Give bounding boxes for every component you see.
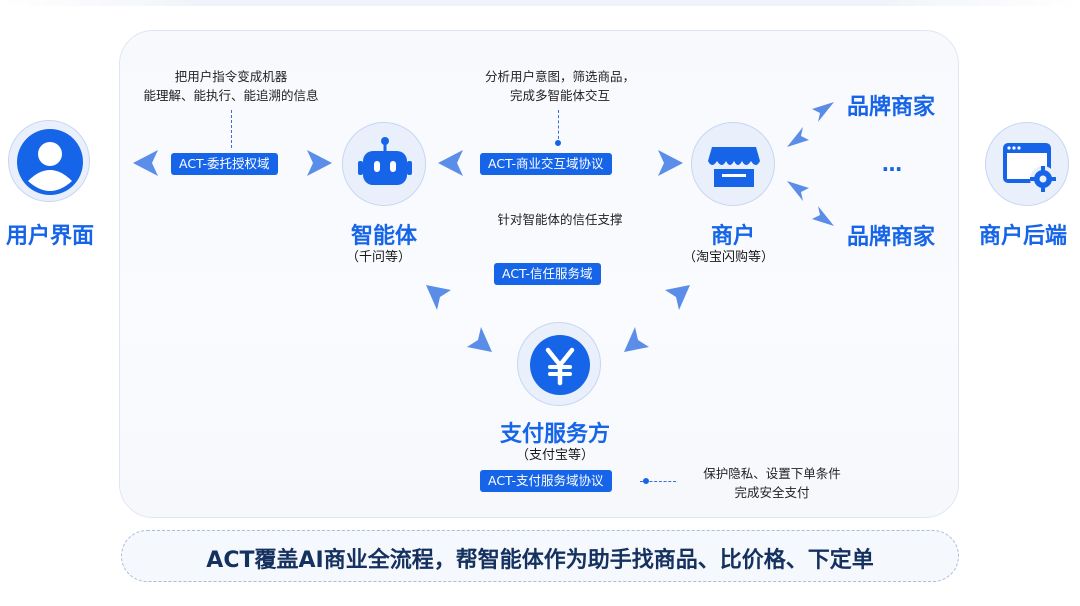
- trust-domain-tag: ACT-信任服务域: [494, 263, 601, 285]
- summary-text: ACT覆盖AI商业全流程，帮智能体作为助手找商品、比价格、下定单: [206, 548, 874, 573]
- backend-node-circle: [985, 122, 1069, 206]
- agent-sub-label: （千问等）: [346, 250, 412, 265]
- payment-note: 保护隐私、设置下单条件 完成安全支付: [676, 464, 868, 502]
- merchant-label: 商户: [711, 224, 756, 249]
- payment-domain-tag: ACT-支付服务域协议: [480, 470, 612, 492]
- summary-banner: ACT覆盖AI商业全流程，帮智能体作为助手找商品、比价格、下定单: [121, 530, 959, 582]
- user-icon: [17, 129, 83, 195]
- payment-connector: [640, 481, 676, 482]
- delegation-note: 把用户指令变成机器 能理解、能执行、能追溯的信息: [122, 67, 340, 105]
- commerce-connector-dot: [555, 140, 561, 146]
- commerce-note-line-2: 完成多智能体交互: [509, 88, 610, 103]
- trust-note-line-1: 针对智能体的信任支撑: [497, 212, 623, 227]
- commerce-note: 分析用户意图，筛选商品， 完成多智能体交互: [460, 67, 660, 105]
- delegation-note-line-2: 能理解、能执行、能追溯的信息: [143, 88, 319, 103]
- robot-icon: [358, 137, 412, 185]
- brand-merchant-top: 品牌商家: [847, 95, 936, 120]
- top-edge: [0, 0, 1080, 6]
- payment-label: 支付服务方: [500, 422, 611, 447]
- backend-label: 商户后端: [979, 224, 1068, 249]
- yuan-icon: [530, 335, 590, 395]
- browser-gear-icon: [1003, 143, 1056, 192]
- trust-note: 针对智能体的信任支撑: [460, 210, 660, 229]
- agent-node-circle: [342, 122, 426, 206]
- commerce-domain-tag: ACT-商业交互域协议: [480, 153, 612, 175]
- payment-note-line-2: 完成安全支付: [734, 485, 810, 500]
- merchant-node-circle: [691, 122, 775, 206]
- delegation-note-line-1: 把用户指令变成机器: [174, 69, 288, 84]
- store-icon: [708, 147, 760, 187]
- payment-connector-dot: [643, 478, 649, 484]
- payment-note-line-1: 保护隐私、设置下单条件: [703, 466, 841, 481]
- user-interface-label: 用户界面: [6, 224, 95, 249]
- delegation-domain-tag: ACT-委托授权域: [171, 153, 278, 175]
- delegation-connector: [231, 110, 232, 148]
- payment-sub-label: （支付宝等）: [516, 448, 595, 463]
- agent-label: 智能体: [351, 224, 418, 249]
- user-node-circle: [8, 120, 90, 202]
- brand-ellipsis: …: [882, 152, 902, 176]
- commerce-connector: [558, 110, 559, 144]
- merchant-sub-label: （淘宝闪购等）: [683, 250, 775, 265]
- payment-node-circle: [517, 322, 601, 406]
- brand-merchant-bottom: 品牌商家: [847, 225, 936, 250]
- commerce-note-line-1: 分析用户意图，筛选商品，: [484, 69, 635, 84]
